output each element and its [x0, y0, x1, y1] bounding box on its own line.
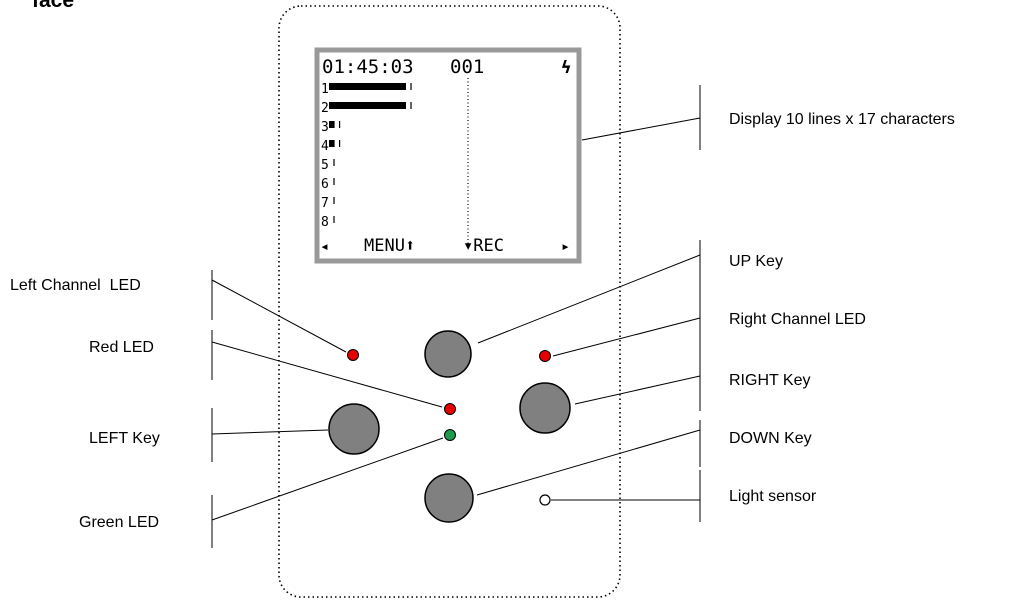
red-led	[444, 403, 456, 415]
channel-number: 5	[321, 158, 329, 173]
lcd-level-bars	[329, 83, 412, 223]
channel-level-bar	[329, 83, 406, 90]
channel-level-bar	[329, 140, 335, 147]
channel-level-bar	[329, 102, 406, 109]
up-key[interactable]	[424, 330, 472, 378]
left-channel-led	[347, 349, 359, 361]
label-red-led: Red LED	[89, 339, 154, 356]
channel-number: 3	[321, 120, 329, 135]
label-right-key: RIGHT Key	[729, 372, 811, 389]
device-outline	[278, 5, 621, 598]
green-led	[444, 429, 456, 441]
right-channel-led	[539, 350, 551, 362]
leader-lines-left	[211, 270, 444, 548]
label-down-key: DOWN Key	[729, 430, 812, 447]
leader-lines-right	[476, 85, 701, 522]
lcd-display: 01:45:03 001 ϟ 1 2 3 4 5 6 7 8 ◂ MENU⬆ ▾…	[314, 47, 582, 264]
light-sensor	[539, 494, 551, 506]
label-left-key: LEFT Key	[89, 430, 160, 447]
lcd-counter: 001	[450, 56, 484, 78]
lcd-power-icon: ϟ	[561, 58, 571, 78]
channel-number: 8	[321, 215, 329, 230]
channel-level-bar	[329, 121, 335, 128]
lcd-channel-rows: 1 2 3 4 5 6 7 8	[321, 82, 329, 230]
channel-number: 2	[321, 101, 329, 116]
down-key[interactable]	[424, 473, 474, 523]
label-green-led: Green LED	[79, 514, 159, 531]
channel-number: 1	[321, 82, 329, 97]
section-title: face	[32, 0, 74, 12]
lcd-frame	[314, 47, 582, 264]
label-up-key: UP Key	[729, 253, 783, 270]
lcd-rec-label: ▾REC	[463, 236, 504, 256]
lcd-left-arrow: ◂	[320, 237, 329, 255]
label-display: Display 10 lines x 17 characters	[729, 111, 955, 128]
label-light-sensor: Light sensor	[729, 488, 817, 505]
right-key[interactable]	[519, 382, 571, 434]
left-key[interactable]	[328, 403, 380, 455]
lcd-menu-label: MENU⬆	[364, 236, 415, 256]
channel-number: 4	[321, 139, 329, 154]
channel-number: 7	[321, 196, 329, 211]
label-right-channel-led: Right Channel LED	[729, 311, 866, 328]
label-left-channel-led: Left Channel LED	[10, 277, 141, 294]
channel-number: 6	[321, 177, 329, 192]
lcd-right-arrow: ▸	[561, 237, 570, 255]
lcd-time: 01:45:03	[322, 56, 414, 78]
